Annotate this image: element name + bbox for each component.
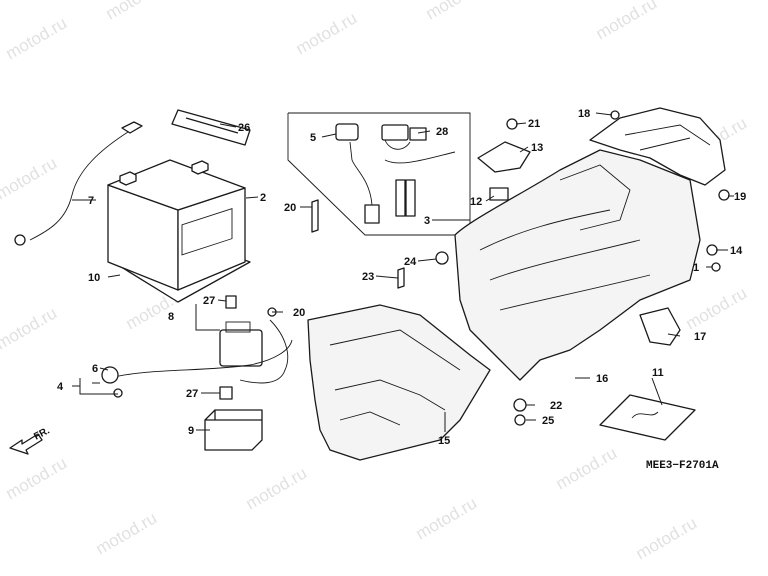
watermark: motod.ru — [293, 8, 361, 58]
callout-13: 13 — [531, 142, 543, 154]
connector-small — [364, 204, 380, 224]
callout-labels: 1 2 3 4 5 6 7 8 9 10 11 12 13 14 15 16 1… — [57, 108, 746, 447]
watermark: motod.ru — [553, 443, 621, 493]
watermark: motod.ru — [593, 0, 661, 43]
clip — [409, 127, 427, 141]
callout-18: 18 — [578, 108, 590, 120]
fuse-27-lower — [219, 386, 233, 400]
grommet-14 — [706, 244, 718, 256]
front-direction-arrow: FR. — [9, 425, 52, 455]
callout-25: 25 — [542, 415, 554, 427]
connector — [381, 124, 409, 141]
fender-ribs — [624, 124, 711, 151]
fuse-box — [204, 409, 263, 451]
callout-26: 26 — [238, 122, 250, 134]
watermark: motod.ru — [633, 513, 701, 563]
undertray — [307, 304, 491, 461]
relay-top — [225, 321, 251, 333]
bolt-21 — [506, 118, 518, 130]
watermark: motod.ru — [243, 463, 311, 513]
fender-detail — [479, 164, 651, 311]
callout-17: 17 — [694, 331, 706, 343]
starter-relay — [219, 329, 263, 367]
callout-19: 19 — [734, 191, 746, 203]
cable-eyelet — [113, 388, 123, 398]
terminal-cap — [101, 366, 119, 384]
bolt — [311, 199, 319, 233]
watermark: motod.ru — [423, 0, 491, 23]
callout-21: 21 — [528, 118, 540, 130]
callout-20-lower: 20 — [293, 307, 305, 319]
bolt-18 — [610, 110, 620, 120]
cable-terminal — [14, 234, 26, 246]
callout-28: 28 — [436, 126, 448, 138]
callout-8: 8 — [168, 311, 174, 323]
screw-23 — [397, 267, 405, 289]
callout-7: 7 — [88, 195, 94, 207]
callout-10: 10 — [88, 272, 100, 284]
diagram-code: MEE3−F2701A — [646, 460, 719, 472]
callout-16: 16 — [596, 373, 608, 385]
callout-1: 1 — [693, 262, 699, 274]
battery-assembly — [107, 159, 251, 303]
battery-terminal — [119, 171, 137, 186]
cover-13 — [477, 141, 531, 173]
watermark: motod.ru — [0, 303, 60, 353]
callout-2: 2 — [260, 192, 266, 204]
watermark: motod.ru — [683, 283, 751, 333]
mat-mark — [631, 411, 659, 419]
arrow-icon — [9, 433, 43, 455]
rear-panel — [639, 307, 681, 346]
callout-4: 4 — [57, 381, 64, 393]
direction-label: FR. — [32, 425, 52, 442]
battery-label — [181, 208, 233, 256]
seat-mat — [599, 394, 696, 441]
watermark: motod.ru — [3, 453, 71, 503]
watermark: motod.ru — [103, 0, 171, 23]
watermark: motod.ru — [413, 493, 481, 543]
callout-20-upper: 20 — [284, 202, 296, 214]
battery-cable — [29, 131, 129, 241]
callout-11: 11 — [652, 367, 664, 379]
inner-fender — [454, 149, 701, 381]
collar-22 — [513, 398, 527, 412]
callout-27-lower: 27 — [186, 388, 198, 400]
callout-14: 14 — [730, 245, 743, 257]
callout-5: 5 — [310, 132, 316, 144]
callout-9: 9 — [188, 425, 194, 437]
battery-top — [107, 159, 246, 211]
callout-12: 12 — [470, 196, 482, 208]
rear-fender-upper — [589, 107, 726, 186]
battery-terminal — [191, 160, 209, 175]
callout-6: 6 — [92, 363, 98, 375]
watermark: motod.ru — [3, 13, 71, 63]
fuse-27 — [225, 295, 237, 309]
relay — [335, 123, 359, 141]
cable-terminal-top — [121, 121, 143, 134]
callout-22: 22 — [550, 400, 562, 412]
callout-27-upper: 27 — [203, 295, 215, 307]
callout-24: 24 — [404, 256, 417, 268]
nut-1 — [711, 262, 721, 272]
callout-3: 3 — [424, 215, 430, 227]
callout-23: 23 — [362, 271, 374, 283]
bolt-19 — [718, 189, 730, 201]
bolt-24 — [435, 251, 449, 265]
clip-12 — [489, 187, 509, 201]
relay-lead — [239, 319, 289, 384]
leader-lines — [72, 112, 734, 432]
fuse-holder — [395, 179, 406, 217]
watermark: motod.ru — [93, 508, 161, 558]
undertray-detail — [329, 329, 461, 426]
starter-cable — [109, 339, 293, 379]
battery-strap — [171, 109, 251, 146]
callout-15: 15 — [438, 435, 450, 447]
watermark: motod.ru — [0, 153, 60, 203]
grommet-25 — [514, 414, 526, 426]
fuse-holder — [405, 179, 416, 217]
